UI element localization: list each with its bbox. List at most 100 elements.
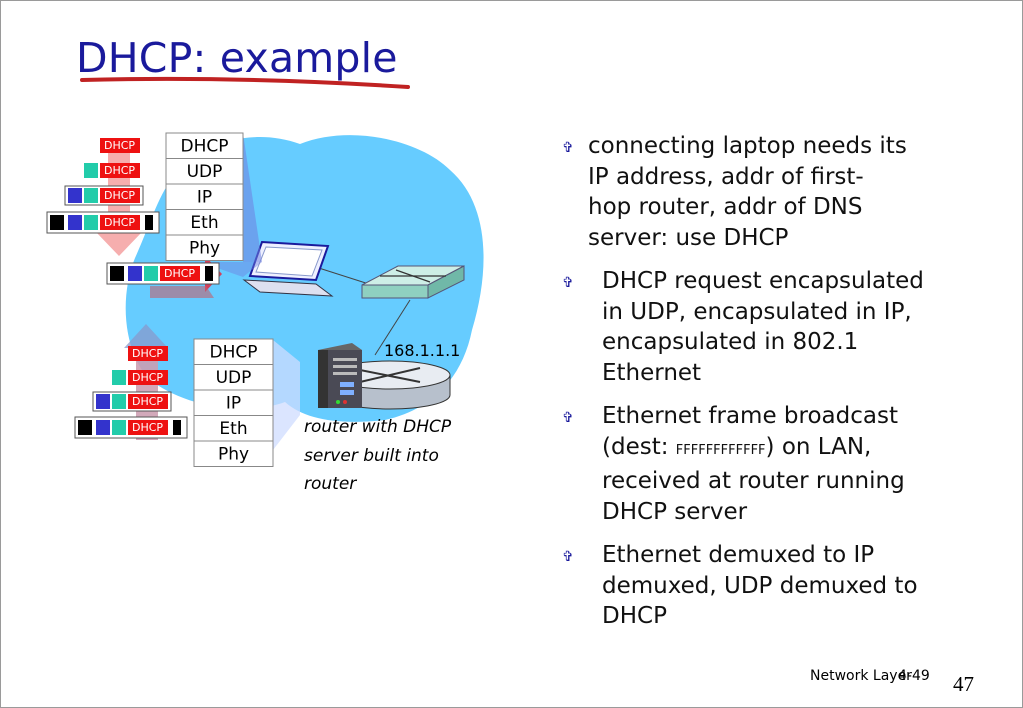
packet-ip: DHCP xyxy=(64,185,144,206)
bullet-4-line-2: demuxed, UDP demuxed to xyxy=(602,572,918,599)
dhcp-payload xyxy=(100,163,140,178)
eth-header xyxy=(110,266,124,281)
packet-label: DHCP xyxy=(132,371,163,384)
bullet-3-line-4: DHCP server xyxy=(602,498,748,525)
bullet-2-line-3: encapsulated in 802.1 xyxy=(602,329,859,355)
stack-layer-label: IP xyxy=(197,187,212,207)
bullet-arrow-icon: ✞ xyxy=(562,140,574,156)
eth-header xyxy=(50,215,64,230)
packet-label: DHCP xyxy=(104,216,135,229)
server-icon xyxy=(318,343,362,408)
packet-outgoing-frame: DHCP xyxy=(106,262,220,285)
packet-label: DHCP xyxy=(132,395,163,408)
dhcp-payload xyxy=(128,420,168,435)
ip-header xyxy=(96,420,110,435)
udp-header xyxy=(84,215,98,230)
bullet-4-line-1: Ethernet demuxed to IP xyxy=(602,542,875,568)
dest-mac: FFFFFFFFFFFF xyxy=(675,442,766,458)
dest-suffix: ) on LAN, xyxy=(765,433,872,460)
footer-slide-ref: 4-49 xyxy=(898,668,930,684)
ip-header xyxy=(68,215,82,230)
bullet-1-line-2: IP address, addr of first- xyxy=(588,163,864,190)
stack-layer-label: UDP xyxy=(216,368,252,388)
router-caption-3: router xyxy=(304,474,357,494)
ip-header xyxy=(128,266,142,281)
packet-eth: DHCP xyxy=(46,211,160,234)
stack-layer-label: Phy xyxy=(189,238,220,258)
router-ip: 168.1.1.1 xyxy=(384,341,460,360)
ip-header xyxy=(68,188,82,203)
stack-layer-ip xyxy=(165,183,244,210)
laptop-icon xyxy=(242,240,334,297)
bullet-4-line-3: DHCP xyxy=(602,603,667,629)
bullet-list: ✞ connecting laptop needs its IP address… xyxy=(562,131,962,645)
bullet-2-line-4: Ethernet xyxy=(602,359,702,386)
router-caption-2: server built into xyxy=(304,446,439,466)
packet-ip: DHCP xyxy=(92,391,172,412)
udp-header xyxy=(112,420,126,435)
dhcp-payload xyxy=(128,346,168,361)
dest-prefix: (dest: xyxy=(602,433,676,460)
stack-top-shadow xyxy=(243,133,262,262)
packets-top: DHCP DHCP DHCP DHCP xyxy=(46,138,160,234)
packet-udp: DHCP xyxy=(112,370,168,385)
udp-header xyxy=(112,394,126,409)
stack-layer-label: Eth xyxy=(219,419,247,439)
dhcp-payload xyxy=(100,215,140,230)
udp-header xyxy=(144,266,158,281)
stack-layer-label: Phy xyxy=(218,444,249,464)
udp-header xyxy=(84,163,98,178)
stack-layer-ip xyxy=(193,389,274,416)
dhcp-payload xyxy=(160,266,200,281)
bullet-2-line-1: DHCP request encapsulated xyxy=(602,268,924,294)
bullet-2: ✞ DHCP request encapsulated in UDP, enca… xyxy=(562,266,962,388)
stack-bottom-shadow xyxy=(273,340,300,450)
packet-dhcp: DHCP xyxy=(100,138,140,153)
stack-layer-label: Eth xyxy=(190,213,218,233)
bullet-2-line-2: in UDP, encapsulated in IP, xyxy=(602,298,912,325)
packets-bottom: DHCP DHCP DHCP DHCP xyxy=(74,346,188,439)
packet-frame-outgoing: DHCP xyxy=(106,262,220,285)
stack-layer-eth xyxy=(193,415,274,442)
stack-layer-label: IP xyxy=(226,393,241,413)
ip-header xyxy=(96,394,110,409)
page-number: 47 xyxy=(953,672,974,696)
stack-layer-label: DHCP xyxy=(210,342,258,362)
dhcp-payload xyxy=(128,394,168,409)
dhcp-payload xyxy=(100,188,140,203)
footer-section-label: Network Layer xyxy=(810,668,912,684)
packet-label: DHCP xyxy=(104,164,135,177)
bullet-1-line-4: server: use DHCP xyxy=(588,224,789,251)
stack-layer-phy xyxy=(193,440,274,467)
packet-label: DHCP xyxy=(104,189,135,202)
stack-layer-label: UDP xyxy=(187,162,223,182)
bullet-3: ✞ Ethernet frame broadcast (dest: FFFFFF… xyxy=(562,401,962,527)
packet-label: DHCP xyxy=(132,347,163,360)
title-underline xyxy=(80,76,410,89)
packet-label: DHCP xyxy=(104,139,135,152)
eth-trailer xyxy=(205,266,213,281)
link-switch-router xyxy=(374,299,411,356)
eth-trailer xyxy=(145,215,153,230)
stack-layer-label: DHCP xyxy=(181,136,229,156)
stack-layer-eth xyxy=(165,209,244,236)
bullet-4: ✞ Ethernet demuxed to IP demuxed, UDP de… xyxy=(562,540,962,632)
slide-title: DHCP: example xyxy=(76,34,398,82)
bullet-1: ✞ connecting laptop needs its IP address… xyxy=(562,131,962,253)
eth-header xyxy=(78,420,92,435)
packet-dhcp: DHCP xyxy=(128,346,168,361)
eth-trailer xyxy=(173,420,181,435)
bullet-1-line-3: hop router, addr of DNS xyxy=(588,194,863,220)
bullet-3-line-1: Ethernet frame broadcast xyxy=(602,403,898,429)
bullet-arrow-icon: ✞ xyxy=(562,549,574,565)
packet-label: DHCP xyxy=(164,267,195,280)
bullet-3-line-2: (dest: FFFFFFFFFFFF) on LAN, xyxy=(602,432,962,467)
bullet-arrow-icon: ✞ xyxy=(562,410,574,426)
bullet-arrow-icon: ✞ xyxy=(562,275,574,291)
dhcp-payload xyxy=(100,138,140,153)
dhcp-payload xyxy=(128,370,168,385)
packet-eth: DHCP xyxy=(74,416,188,439)
packet-udp: DHCP xyxy=(84,163,140,178)
